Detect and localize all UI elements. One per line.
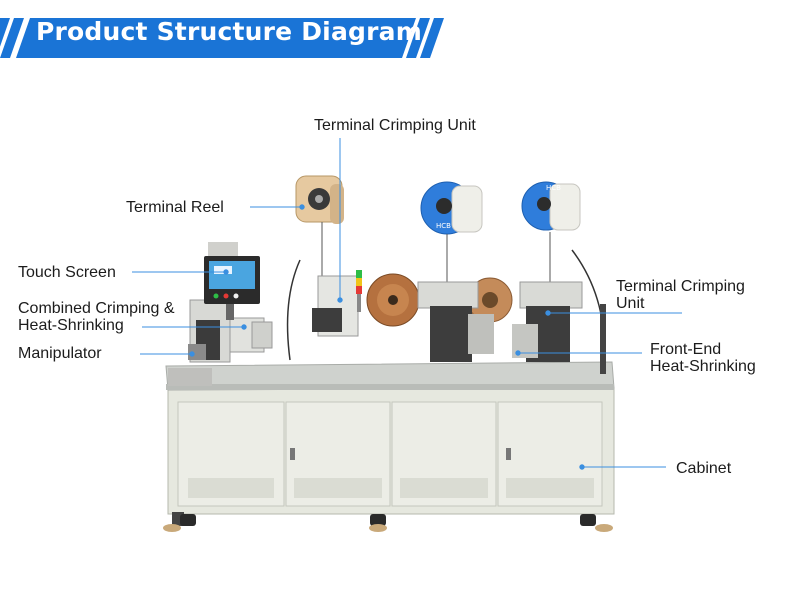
callout-cabinet: Cabinet	[676, 460, 732, 477]
title-banner	[0, 18, 444, 58]
reel-brand-label: HCB	[436, 222, 451, 230]
banner-stripe	[0, 18, 10, 47]
banner-stripe	[406, 18, 430, 58]
cabinet	[163, 387, 615, 532]
callout-terminal-crimping-unit-top: Terminal Crimping Unit	[314, 117, 476, 134]
leader-dot-right-crimping	[545, 310, 551, 316]
leader-dot-front-end	[515, 350, 521, 356]
leader-lines	[132, 138, 682, 470]
callout-terminal-crimping-unit-right: Terminal Crimping Unit	[616, 278, 745, 312]
reel-brand-label: HCB	[546, 184, 561, 192]
banner-stripe	[420, 18, 444, 58]
callout-touch-screen: Touch Screen	[18, 264, 116, 281]
page-title: Product Structure Diagram	[36, 17, 422, 46]
callout-terminal-reel: Terminal Reel	[126, 199, 224, 216]
leader-dot-touch-screen	[223, 269, 229, 275]
leader-dot-combined	[241, 324, 247, 330]
banner-stripe	[0, 18, 24, 58]
banner-bar	[16, 18, 416, 58]
wire-reels	[366, 273, 513, 327]
callout-combined-crimping: Combined Crimping & Heat-Shrinking	[18, 300, 175, 334]
callout-manipulator: Manipulator	[18, 345, 102, 362]
leader-dot-manipulator	[189, 351, 195, 357]
touch-screen	[204, 242, 260, 320]
terminal-crimping-unit-middle: HCB	[417, 181, 494, 362]
terminal-reel	[295, 175, 344, 284]
leader-dot-top-crimping	[337, 297, 343, 303]
callout-front-end-heat-shrinking: Front-End Heat-Shrinking	[650, 341, 756, 375]
leader-dot-cabinet	[579, 464, 585, 470]
terminal-crimping-unit-right: HCB	[512, 181, 606, 374]
leader-dot-terminal-reel	[299, 204, 305, 210]
tabletop	[165, 361, 615, 391]
terminal-crimping-unit-top	[286, 259, 362, 361]
